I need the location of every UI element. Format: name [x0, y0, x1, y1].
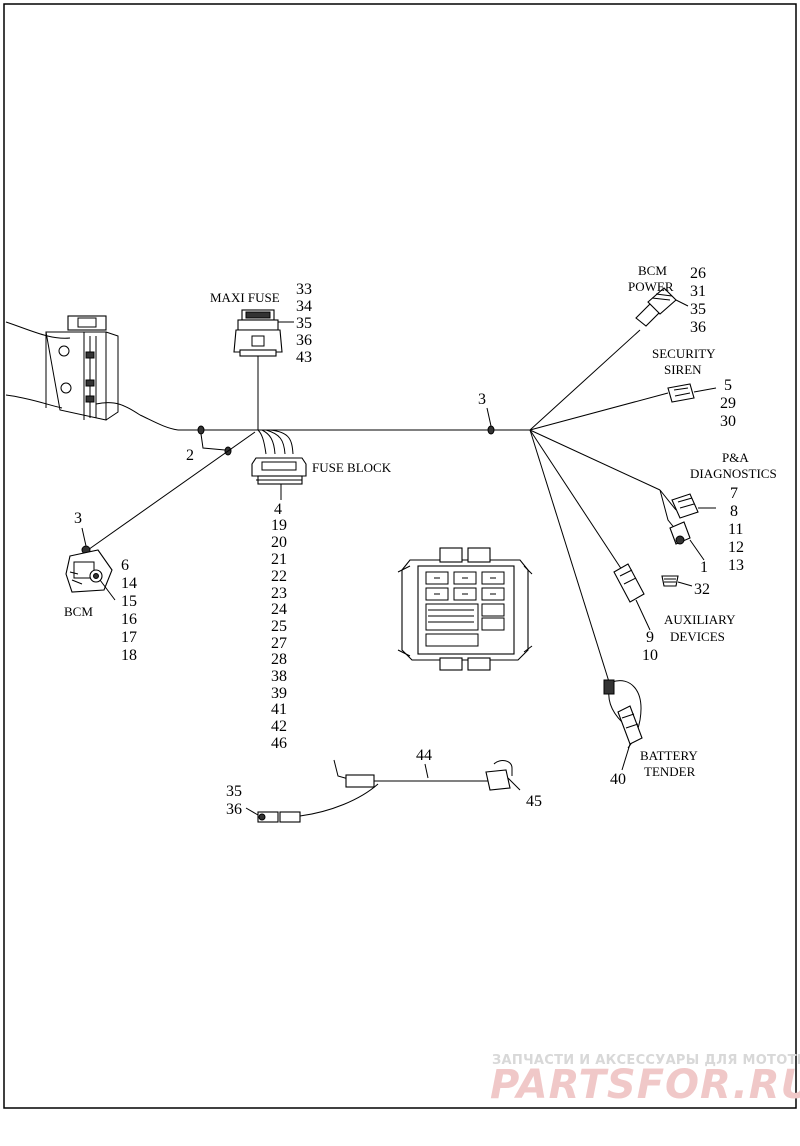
fuse-block-callouts: 4 19 20 21 22 23 24 25 27 28 38 39 41 42… — [271, 501, 287, 752]
pa-cap-callout: 1 — [700, 559, 708, 576]
frame-bracket — [5, 315, 141, 421]
harness-clip-icon — [197, 425, 205, 435]
callout-number: 36 — [690, 319, 706, 336]
battery-tender-label-2: TENDER — [644, 764, 696, 779]
main-harness-trunk — [84, 329, 669, 686]
aux-cap-callout: 32 — [694, 581, 710, 598]
callout-number: 4 — [274, 501, 282, 518]
bcm-power-label-1: BCM — [638, 263, 667, 278]
harness-clip-icon — [487, 425, 495, 435]
security-siren-connector — [667, 383, 717, 403]
callout-number: 14 — [121, 575, 137, 592]
callout-number: 8 — [730, 503, 738, 520]
callout-number: 10 — [642, 647, 658, 664]
callout-number: 28 — [271, 651, 287, 668]
tender-extension-harness — [257, 759, 521, 823]
callout-number: 15 — [121, 593, 137, 610]
callout-number: 16 — [121, 611, 137, 628]
callout-number: 7 — [730, 485, 738, 502]
callout-number: 34 — [296, 298, 312, 315]
harness-callout: 44 — [416, 747, 432, 764]
battery-callout: 40 — [610, 771, 626, 788]
maxi-fuse-label: MAXI FUSE — [210, 290, 280, 305]
callout-number: 21 — [271, 551, 287, 568]
callout-number: 17 — [121, 629, 137, 646]
bcm-label: BCM — [64, 604, 93, 619]
callout-number: 24 — [271, 601, 287, 618]
tender-end-callout: 45 — [526, 793, 542, 810]
bcm-power-connector — [635, 287, 689, 327]
callout-number: 33 — [296, 281, 312, 298]
callout-number: 22 — [271, 568, 287, 585]
callout-number: 30 — [720, 413, 736, 430]
callout-number: 39 — [271, 685, 287, 702]
fuse-block-connector — [251, 457, 307, 485]
auxiliary-label-2: DEVICES — [670, 629, 725, 644]
clip-callout: 2 — [186, 447, 194, 464]
fuse-block-label: FUSE BLOCK — [312, 460, 392, 475]
callout-number: 36 — [296, 332, 312, 349]
callout-number: 18 — [121, 647, 137, 664]
callout-number: 35 — [690, 301, 706, 318]
pa-diagnostics-label-2: DIAGNOSTICS — [690, 466, 777, 481]
bcm-clip-callout: 3 — [74, 510, 82, 527]
callout-number: 9 — [646, 629, 654, 646]
pa-diagnostics-callouts: 7 8 11 12 13 — [728, 485, 744, 574]
callout-number: 31 — [690, 283, 706, 300]
callout-number: 25 — [271, 618, 287, 635]
page-frame — [3, 3, 797, 1109]
callout-number: 12 — [728, 539, 744, 556]
pa-diagnostics-label-1: P&A — [722, 450, 749, 465]
bcm-power-label-2: POWER — [628, 279, 674, 294]
clip-callout: 3 — [478, 391, 486, 408]
callout-number: 5 — [724, 377, 732, 394]
callout-number: 23 — [271, 585, 287, 602]
callout-number: 13 — [728, 557, 744, 574]
bcm-module — [65, 545, 116, 601]
security-siren-label-2: SIREN — [664, 362, 702, 377]
callout-number: 19 — [271, 517, 287, 534]
callout-number: 26 — [690, 265, 706, 282]
watermark-tagline: ЗАПЧАСТИ И АКСЕССУАРЫ ДЛЯ МОТОТЕХНИКИ — [492, 1053, 800, 1068]
security-siren-label-1: SECURITY — [652, 346, 716, 361]
callout-number: 11 — [728, 521, 743, 538]
auxiliary-callouts: 9 10 — [642, 629, 658, 664]
battery-tender-connector — [603, 679, 643, 771]
callout-number: 35 — [296, 315, 312, 332]
callout-number: 20 — [271, 534, 287, 551]
tender-plug-callout: 35 — [226, 783, 242, 800]
battery-tender-label-1: BATTERY — [640, 748, 698, 763]
fuse-block-detail — [397, 547, 533, 671]
bcm-callouts: 6 14 15 16 17 18 — [121, 557, 137, 664]
callout-number: 46 — [271, 735, 287, 752]
auxiliary-devices-connector — [613, 563, 693, 631]
callout-number: 41 — [271, 701, 287, 718]
maxi-fuse-connector — [233, 309, 283, 357]
tender-plug-callout: 36 — [226, 801, 242, 818]
callout-number: 38 — [271, 668, 287, 685]
bcm-power-callouts: 26 31 35 36 — [690, 265, 706, 336]
pa-diagnostics-connector — [659, 489, 716, 561]
callout-number: 43 — [296, 349, 312, 366]
callout-number: 42 — [271, 718, 287, 735]
watermark-logo: PARTSFOR.RU — [490, 1062, 800, 1108]
callout-number: 6 — [121, 557, 129, 574]
security-siren-callouts: 5 29 30 — [720, 377, 736, 430]
callout-number: 29 — [720, 395, 736, 412]
auxiliary-label-1: AUXILIARY — [664, 612, 736, 627]
callout-number: 27 — [271, 635, 287, 652]
